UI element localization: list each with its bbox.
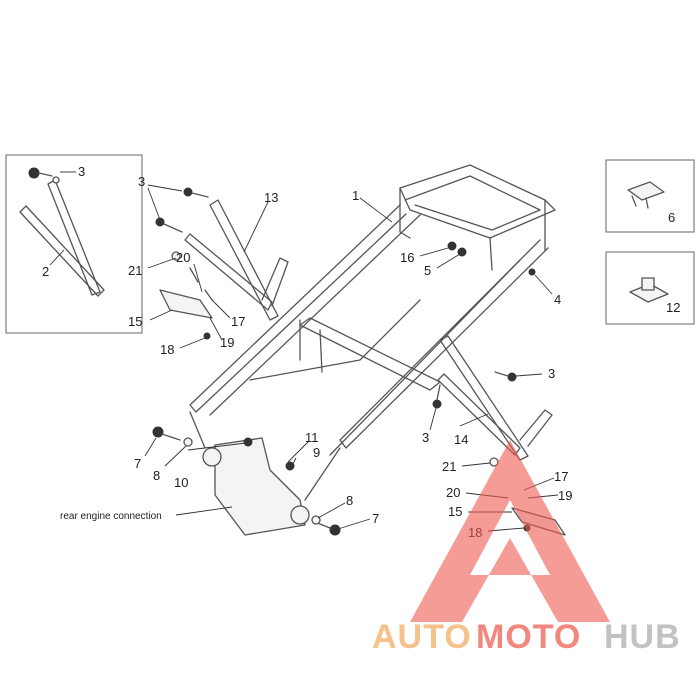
callout-3: 3 xyxy=(138,174,145,189)
callout-3: 3 xyxy=(422,430,429,445)
callout-8: 8 xyxy=(346,493,353,508)
callout-1: 1 xyxy=(352,188,359,203)
callout-20: 20 xyxy=(446,485,460,500)
rear-engine-connection-label: rear engine connection xyxy=(60,511,162,522)
watermark-auto: AUTO xyxy=(372,618,472,656)
left-footpeg-bracket xyxy=(159,199,289,321)
callout-15: 15 xyxy=(128,314,142,329)
callout-16: 16 xyxy=(400,250,414,265)
rear-frame xyxy=(189,164,556,536)
callout-21: 21 xyxy=(442,459,456,474)
callout-11: 11 xyxy=(305,430,319,445)
callout-5: 5 xyxy=(424,263,431,278)
callout-4: 4 xyxy=(554,292,561,307)
callout-3: 3 xyxy=(548,366,555,381)
watermark-hub: HUB xyxy=(604,618,681,656)
callout-6: 6 xyxy=(668,210,675,225)
watermark-moto: MOTO xyxy=(476,618,581,656)
callout-7: 7 xyxy=(372,511,379,526)
callout-18: 18 xyxy=(160,342,174,357)
callout-17: 17 xyxy=(231,314,245,329)
callout-19: 19 xyxy=(220,335,234,350)
watermark-triangle xyxy=(410,440,610,622)
callout-21: 21 xyxy=(128,263,142,278)
callout-8: 8 xyxy=(153,468,160,483)
callout-20: 20 xyxy=(176,250,190,265)
callout-17: 17 xyxy=(554,469,568,484)
callout-13: 13 xyxy=(264,190,278,205)
callout-15: 15 xyxy=(448,504,462,519)
inset-box-left xyxy=(5,154,143,334)
callout-2: 2 xyxy=(42,264,49,279)
callout-12: 12 xyxy=(666,300,680,315)
callout-10: 10 xyxy=(174,475,188,490)
callout-9: 9 xyxy=(313,445,320,460)
inset-box-nut xyxy=(605,251,695,325)
watermark: AUTO MOTO HUB xyxy=(372,440,681,656)
fasteners xyxy=(152,187,536,536)
inset-box-clip xyxy=(605,159,695,233)
callout-14: 14 xyxy=(454,432,468,447)
callout-3: 3 xyxy=(78,164,85,179)
callout-19: 19 xyxy=(558,488,572,503)
callout-7: 7 xyxy=(134,456,141,471)
